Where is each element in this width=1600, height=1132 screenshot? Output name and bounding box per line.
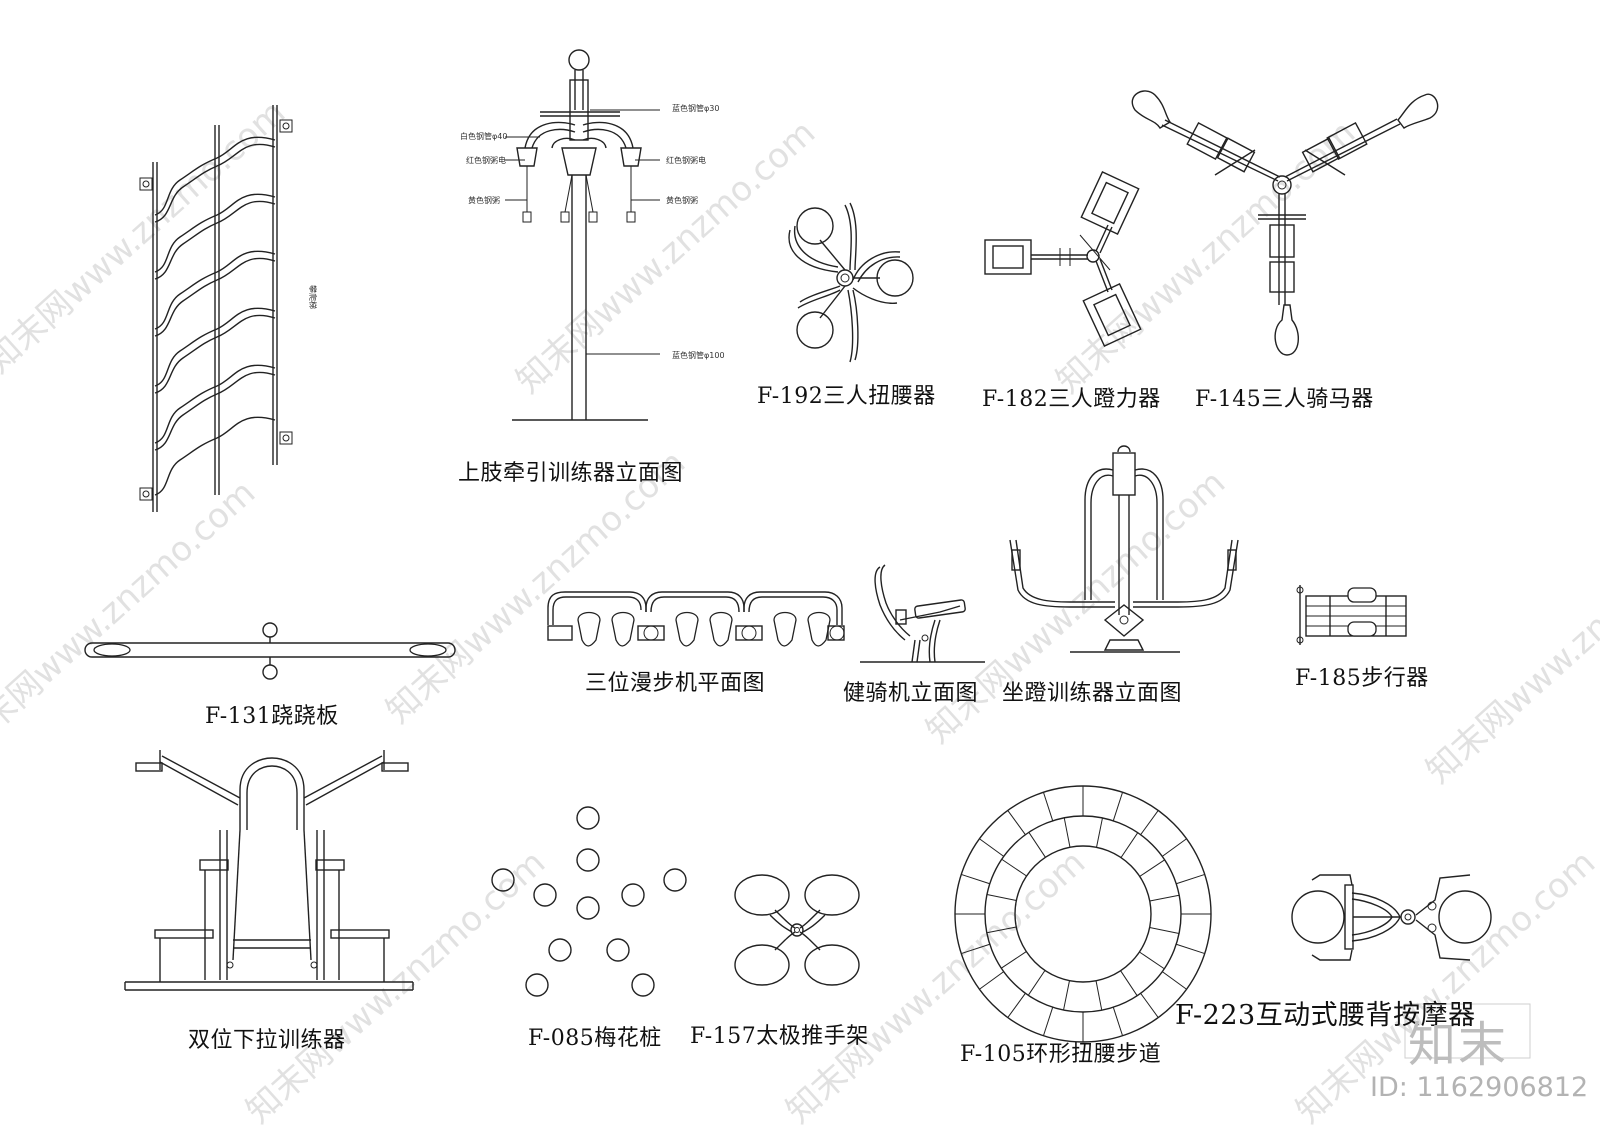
f131-drawing <box>84 622 456 680</box>
label-f145: F-145三人骑马器 <box>1195 387 1374 412</box>
pulldown-drawing <box>124 750 414 991</box>
label-bike: 健骑机立面图 <box>843 681 979 706</box>
ring-segment <box>1161 971 1187 990</box>
label-f105: F-105环形扭腰步道 <box>960 1042 1162 1067</box>
ring-segment <box>1140 810 1159 836</box>
label-f223: F-223互动式腰背按摩器 <box>1175 1000 1476 1031</box>
ring-segment <box>979 971 1005 990</box>
ring-segment <box>1007 810 1026 836</box>
ring-segment <box>1027 970 1046 996</box>
ring-segment <box>1042 1007 1054 1036</box>
ring-segment <box>1095 980 1103 1011</box>
label-upper-limb: 上肢牵引训练器立面图 <box>458 461 684 486</box>
ring-segment <box>1112 1007 1124 1036</box>
note-n1: 蓝色钢管φ30 <box>672 104 720 113</box>
label-walker3: 三位漫步机平面图 <box>585 671 766 696</box>
ring-segment <box>1001 858 1027 877</box>
ring-segment <box>1028 832 1046 858</box>
seated-trainer-drawing <box>1009 445 1239 653</box>
ring-segment <box>1176 943 1205 955</box>
note-n6: 黄色钢粥 <box>666 196 698 205</box>
note-n4: 红色钢粥电 <box>666 156 706 165</box>
f105-drawing <box>954 785 1212 1043</box>
watermark-logo: 知末 <box>1408 1017 1509 1073</box>
ring-segment <box>1120 970 1138 996</box>
f192-drawing <box>788 202 914 363</box>
label-f085: F-085梅花桩 <box>528 1026 662 1051</box>
walker3-drawing <box>547 591 845 647</box>
ring-segment <box>1112 792 1124 821</box>
upper-limb-trainer-drawing <box>505 49 660 421</box>
ring-segment <box>1139 859 1165 877</box>
ring-segment <box>1149 927 1180 934</box>
label-f157: F-157太极推手架 <box>690 1024 869 1049</box>
ring-segment <box>1007 992 1026 1018</box>
ring-segment <box>1176 873 1205 885</box>
ladder-drawing <box>139 105 293 512</box>
ring-segment <box>1063 980 1070 1011</box>
f145-drawing <box>1131 90 1439 356</box>
ring-segment <box>1140 992 1159 1018</box>
ring-segment <box>1120 832 1139 858</box>
ring-segment <box>1096 817 1103 848</box>
label-f182: F-182三人蹬力器 <box>982 387 1161 412</box>
note-n2: 白色钢管φ40 <box>460 132 508 141</box>
ring-segment <box>1139 951 1165 970</box>
ladder-note: 攀爬梯 <box>308 285 317 309</box>
f182-drawing <box>984 170 1142 348</box>
label-f131: F-131跷跷板 <box>205 704 339 729</box>
ring-segment <box>961 943 990 955</box>
ring-segment <box>1161 838 1187 857</box>
ring-segment <box>1063 817 1071 848</box>
ring-segment <box>986 926 1017 934</box>
ring-segment <box>986 894 1017 901</box>
ring-segment <box>979 838 1005 857</box>
note-n5: 黄色钢粥 <box>468 196 500 205</box>
note-n3: 红色钢粥电 <box>466 156 506 165</box>
label-f185: F-185步行器 <box>1295 666 1429 691</box>
ring-segment <box>1001 951 1027 969</box>
watermark-id: ID: 1162906812 <box>1370 1072 1589 1103</box>
f185-drawing <box>1296 585 1407 645</box>
f085-drawing <box>491 806 687 997</box>
f223-drawing <box>1291 874 1492 961</box>
ring-segment <box>1149 894 1180 902</box>
ring-segment <box>1042 792 1054 821</box>
f157-drawing <box>734 874 860 986</box>
note-n7: 蓝色钢管φ100 <box>672 351 725 360</box>
label-pulldown: 双位下拉训练器 <box>188 1028 346 1053</box>
ring-segment <box>961 873 990 885</box>
label-seated: 坐蹬训练器立面图 <box>1002 681 1183 706</box>
bike-drawing <box>860 564 985 663</box>
label-f192: F-192三人扭腰器 <box>757 384 936 409</box>
logo-frame <box>1404 1003 1531 1059</box>
